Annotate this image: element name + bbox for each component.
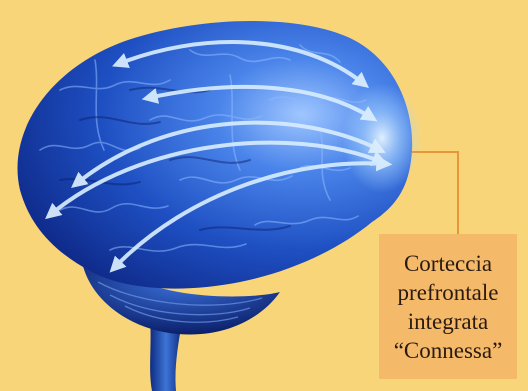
label-line-2: prefrontale [398, 278, 499, 307]
label-line-3: integrata [408, 307, 488, 336]
prefrontal-cortex-label: Corteccia prefrontale integrata “Conness… [379, 234, 517, 379]
leader-line [412, 152, 458, 234]
label-line-4: “Connessa” [394, 336, 503, 365]
label-line-1: Corteccia [404, 249, 492, 278]
